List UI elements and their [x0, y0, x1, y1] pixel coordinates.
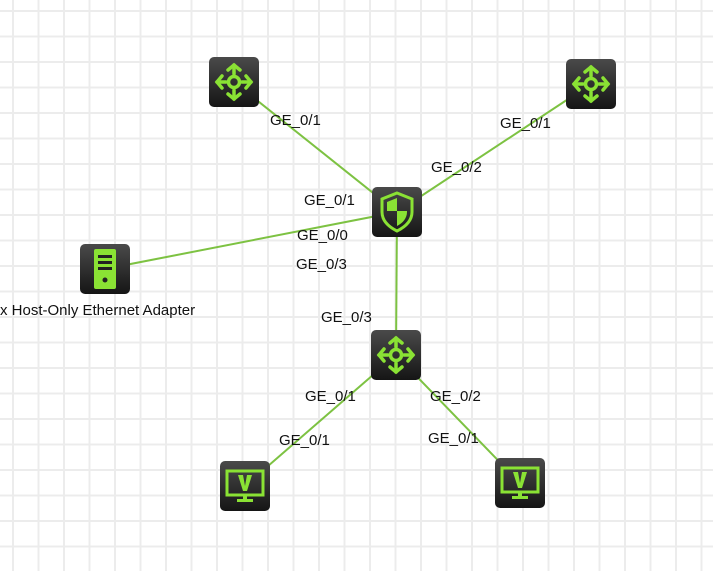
server-icon — [94, 249, 116, 289]
firewall[interactable] — [372, 187, 422, 237]
host-server[interactable] — [80, 244, 130, 294]
host-label: x Host-Only Ethernet Adapter — [0, 302, 196, 319]
pc-icon — [500, 466, 540, 499]
link-router1-firewall[interactable] — [233, 81, 398, 213]
link-router2-firewall[interactable] — [396, 83, 592, 213]
port-label: GE_0/3 — [296, 256, 347, 273]
link-host-firewall[interactable] — [104, 211, 398, 270]
port-label: GE_0/1 — [428, 430, 479, 447]
switch[interactable] — [371, 330, 421, 380]
port-label: GE_0/2 — [430, 388, 481, 405]
router-icon — [214, 62, 254, 102]
link-switch-pc-left[interactable] — [244, 354, 397, 487]
pc-icon — [225, 469, 265, 502]
port-label: GE_0/0 — [297, 227, 348, 244]
port-label: GE_0/1 — [270, 112, 321, 129]
port-label: GE_0/1 — [500, 115, 551, 132]
shield-icon — [380, 191, 414, 233]
pc-right[interactable] — [495, 458, 545, 508]
router-top-left[interactable] — [209, 57, 259, 107]
router-icon — [571, 64, 611, 104]
port-label: GE_0/1 — [305, 388, 356, 405]
switch-icon — [376, 335, 416, 375]
pc-left[interactable] — [220, 461, 270, 511]
port-label: GE_0/1 — [279, 432, 330, 449]
port-label: GE_0/2 — [431, 159, 482, 176]
router-top-right[interactable] — [566, 59, 616, 109]
port-label: GE_0/3 — [321, 309, 372, 326]
port-label: GE_0/1 — [304, 192, 355, 209]
